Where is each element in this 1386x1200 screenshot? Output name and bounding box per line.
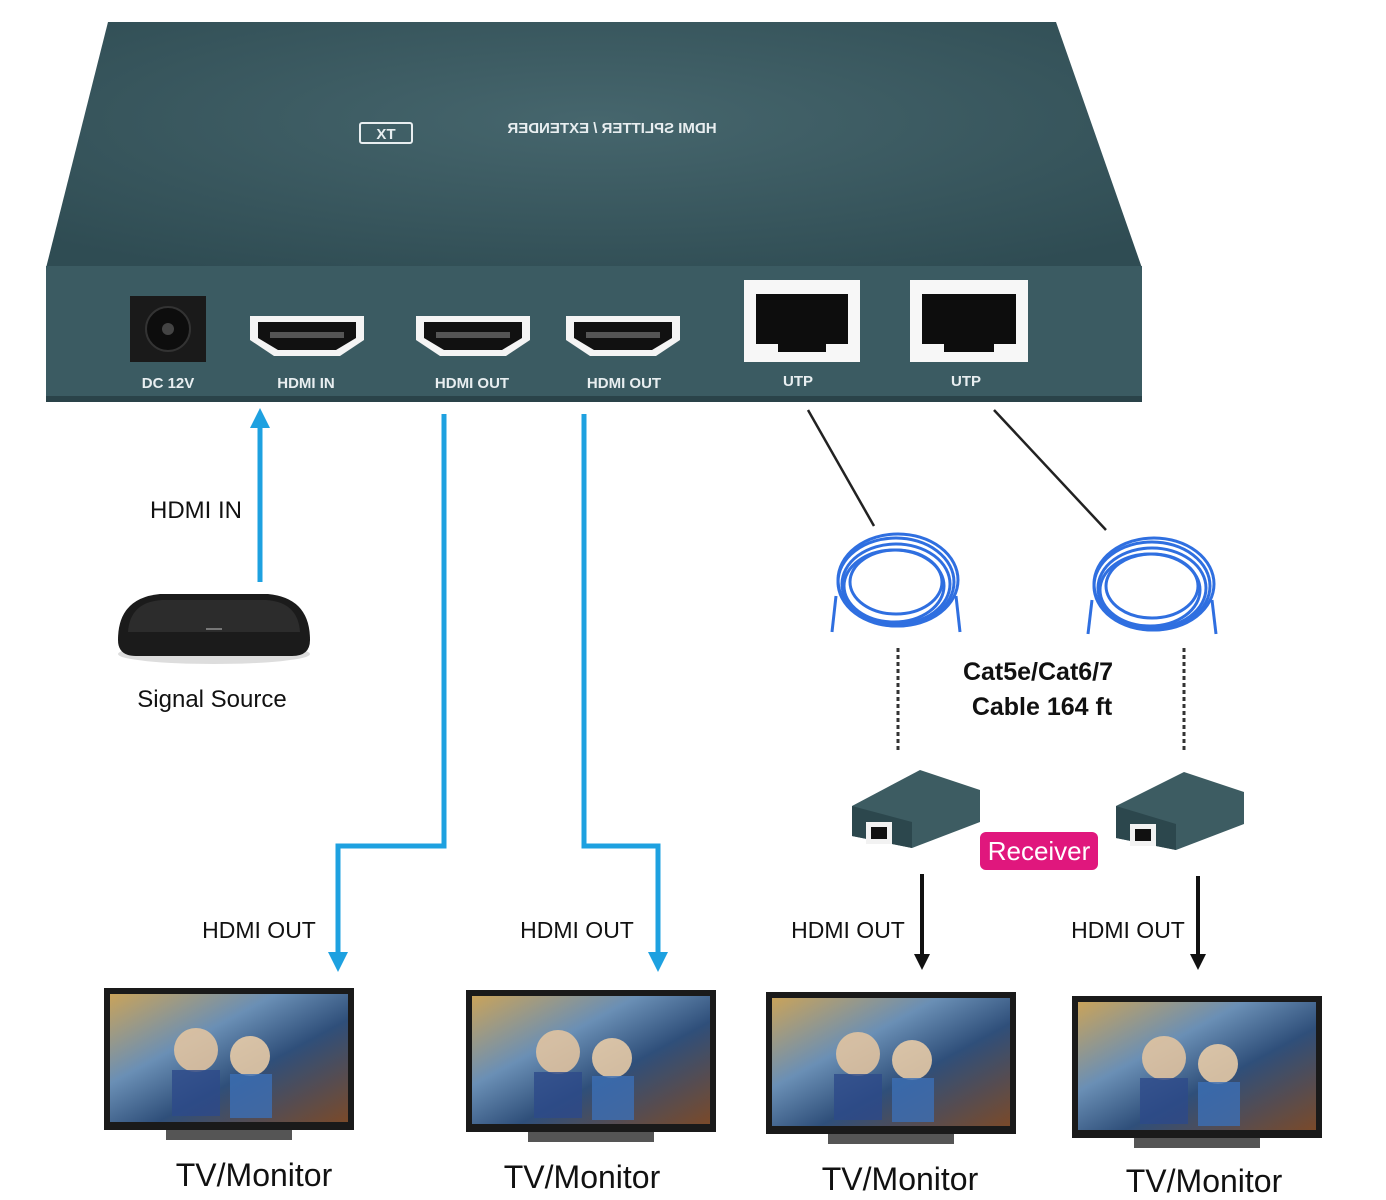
hdmi-out-port-1[interactable] (416, 316, 530, 356)
device-top (46, 22, 1142, 268)
port-label-hdmi-out-2: HDMI OUT (587, 375, 661, 392)
signal-source-label: Signal Source (137, 686, 286, 713)
device-title-text: HDMI SPLITTER / EXTENDER (507, 120, 716, 137)
hdmi-in-port[interactable] (250, 316, 364, 356)
port-label-hdmi-out-1: HDMI OUT (435, 375, 509, 392)
utp-port-2[interactable] (910, 280, 1028, 362)
ethernet-cable-coil-1 (830, 532, 962, 633)
port-label-utp-1: UTP (783, 373, 813, 390)
receiver-badge-text: Receiver (988, 836, 1091, 866)
hdmi-out-port-2[interactable] (566, 316, 680, 356)
hdmi-out-arrow-1 (328, 414, 447, 972)
receiver-unit-2 (1116, 772, 1244, 850)
hdmi-out-label-1: HDMI OUT (202, 917, 316, 943)
splitter-device: HDMI SPLITTER / EXTENDER TX DC 12V HDMI … (46, 22, 1142, 402)
hdmi-out-label-4: HDMI OUT (1071, 917, 1185, 943)
hdmi-out-label-3: HDMI OUT (791, 917, 905, 943)
ethernet-cable-coil-2 (1086, 536, 1218, 635)
tv-monitor-4 (1072, 996, 1322, 1148)
utp-port-1[interactable] (744, 280, 860, 362)
dc-power-port[interactable] (130, 296, 206, 362)
port-label-utp-2: UTP (951, 373, 981, 390)
signal-source-box (118, 594, 310, 664)
tv-label-2: TV/Monitor (504, 1159, 661, 1195)
tv-monitor-3 (766, 992, 1016, 1144)
cable-label-line2: Cable 164 ft (972, 693, 1113, 721)
port-label-hdmi-in: HDMI IN (277, 375, 335, 392)
device-title: HDMI SPLITTER / EXTENDER (507, 120, 716, 137)
device-tag: TX (376, 126, 395, 143)
tv-label-3: TV/Monitor (822, 1161, 979, 1197)
port-label-dc: DC 12V (142, 375, 195, 392)
tv-monitor-2 (466, 990, 716, 1142)
tv-label-1: TV/Monitor (176, 1157, 333, 1193)
cable-label-line1: Cat5e/Cat6/7 (963, 658, 1113, 686)
receiver-unit-1 (852, 770, 980, 848)
tv-monitor-1 (104, 988, 354, 1140)
hdmi-in-label: HDMI IN (150, 497, 242, 524)
hdmi-out-label-2: HDMI OUT (520, 917, 634, 943)
tv-label-4: TV/Monitor (1126, 1163, 1283, 1199)
hdmi-out-arrow-2 (581, 414, 668, 972)
receiver-badge: Receiver (980, 832, 1098, 870)
